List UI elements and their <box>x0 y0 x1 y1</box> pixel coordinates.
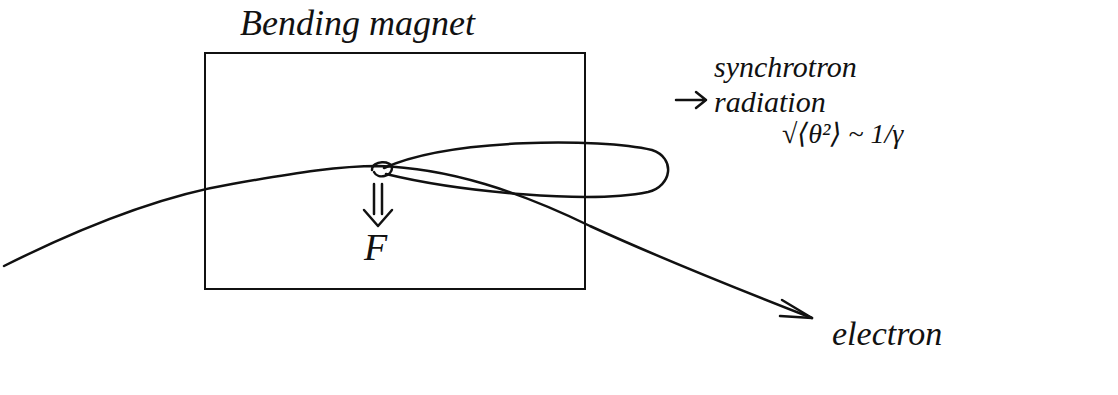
particle-label: electron <box>832 314 942 353</box>
radiation-lobe <box>384 143 668 197</box>
electron-trajectory <box>4 166 812 318</box>
force-arrow <box>374 184 382 214</box>
force-label: F <box>364 226 387 270</box>
force-arrowhead <box>364 210 392 226</box>
radiation-arrow <box>676 92 706 108</box>
radiation-label: synchrotron radiation <box>714 50 914 119</box>
box-title: Bending magnet <box>240 2 475 44</box>
magnet-box: Bending magnet <box>204 52 586 290</box>
trajectory-arrowhead <box>780 300 812 318</box>
divergence-formula: √⟨θ²⟩ ~ 1/γ <box>782 118 903 150</box>
